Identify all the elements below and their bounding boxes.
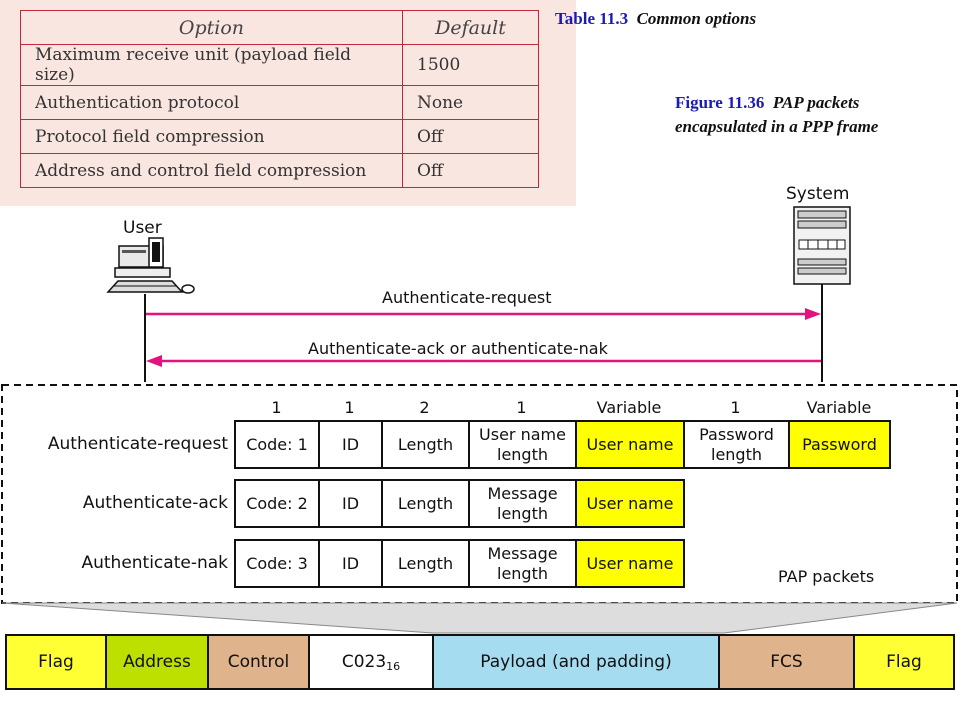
frame-field-payload: Payload (and padding) xyxy=(432,634,720,690)
field-size-length: 2 xyxy=(419,398,430,417)
field-message-length: Message length xyxy=(468,539,577,588)
field-length: Length xyxy=(381,420,470,469)
field-size-code: 1 xyxy=(271,398,282,417)
packet-label-request: Authenticate-request xyxy=(47,434,228,454)
option-cell: Maximum receive unit (payload field size… xyxy=(20,44,403,86)
option-cell: Address and control field compression xyxy=(20,153,403,188)
field-size-password: Variable xyxy=(806,398,872,417)
field-length: Length xyxy=(381,479,470,528)
default-cell: Off xyxy=(402,153,539,188)
table-row: Address and control field compression Of… xyxy=(20,153,539,188)
options-table: Option Default Maximum receive unit (pay… xyxy=(20,10,539,188)
pap-packets-label: PAP packets xyxy=(778,567,875,586)
option-cell: Protocol field compression xyxy=(20,119,403,154)
default-cell: None xyxy=(402,85,539,120)
field-password-length: Password length xyxy=(683,420,790,469)
column-header-option: Option xyxy=(20,10,403,45)
table-row: Maximum receive unit (payload field size… xyxy=(20,44,539,86)
field-id: ID xyxy=(318,539,383,588)
table-header-row: Option Default xyxy=(20,10,539,45)
response-message-label: Authenticate-ack or authenticate-nak xyxy=(308,339,608,358)
table-row: Protocol field compression Off xyxy=(20,119,539,154)
frame-field-address: Address xyxy=(105,634,209,690)
field-size-id: 1 xyxy=(344,398,355,417)
table-row: Authentication protocol None xyxy=(20,85,539,120)
field-user-name: User name xyxy=(575,479,685,528)
table-caption: Table 11.3 Common options xyxy=(555,9,756,29)
field-id: ID xyxy=(318,420,383,469)
user-label: User xyxy=(123,218,162,238)
field-size-name-length: 1 xyxy=(516,398,527,417)
packet-label-ack: Authenticate-ack xyxy=(82,493,228,513)
field-id: ID xyxy=(318,479,383,528)
field-code: Code: 2 xyxy=(234,479,320,528)
frame-field-flag-end: Flag xyxy=(853,634,955,690)
pap-box-outline xyxy=(1,384,958,634)
authenticate-request-arrow xyxy=(146,308,821,320)
sequence-diagram xyxy=(106,206,851,382)
protocol-value: C023 xyxy=(341,651,387,672)
server-icon xyxy=(793,206,851,285)
options-table-panel: Option Default Maximum receive unit (pay… xyxy=(0,0,576,206)
field-length: Length xyxy=(381,539,470,588)
frame-field-fcs: FCS xyxy=(718,634,855,690)
frame-field-flag: Flag xyxy=(5,634,107,690)
field-code: Code: 3 xyxy=(234,539,320,588)
figure-caption-title-line1: PAP packets xyxy=(772,93,860,112)
table-caption-title: Common options xyxy=(636,9,757,28)
figure-caption-label: Figure 11.36 xyxy=(675,93,765,112)
table-caption-label: Table 11.3 xyxy=(555,9,629,28)
field-code: Code: 1 xyxy=(234,420,320,469)
figure-caption-title-line2: encapsulated in a PPP frame xyxy=(675,117,879,136)
field-user-name: User name xyxy=(575,539,685,588)
field-size-user-name: Variable xyxy=(596,398,662,417)
field-size-password-length: 1 xyxy=(730,398,741,417)
system-label: System xyxy=(786,184,850,204)
figure-caption: Figure 11.36 PAP packets encapsulated in… xyxy=(675,91,878,139)
authenticate-response-arrow xyxy=(146,355,821,367)
computer-icon xyxy=(106,237,195,294)
column-header-default: Default xyxy=(402,10,539,45)
field-user-name: User name xyxy=(575,420,685,469)
packet-label-nak: Authenticate-nak xyxy=(81,553,228,573)
default-cell: 1500 xyxy=(402,44,539,86)
frame-field-control: Control xyxy=(207,634,310,690)
option-cell: Authentication protocol xyxy=(20,85,403,120)
field-message-length: Message length xyxy=(468,479,577,528)
field-user-name-length: User name length xyxy=(468,420,577,469)
request-message-label: Authenticate-request xyxy=(382,288,552,307)
protocol-subscript: 16 xyxy=(386,659,401,673)
field-password: Password xyxy=(788,420,891,469)
